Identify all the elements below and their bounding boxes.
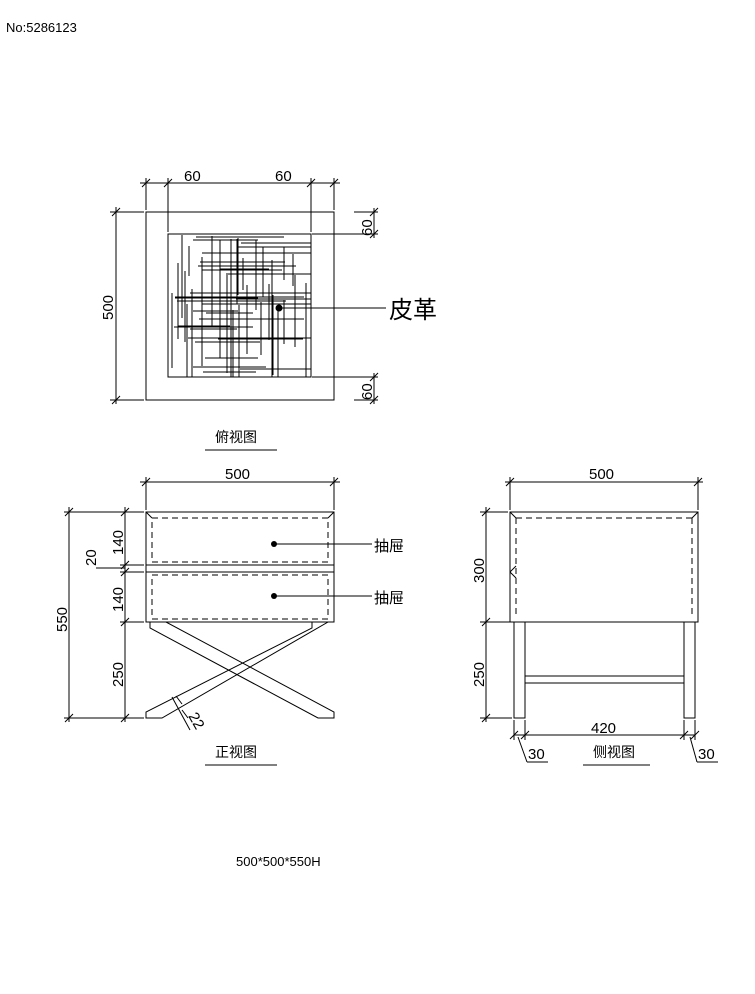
front-width-dim-line bbox=[140, 477, 340, 510]
top-view: 60 60 500 60 60 皮革 俯视图 bbox=[100, 168, 437, 451]
top-dim-frame-top: 60 bbox=[359, 219, 376, 236]
leg-thickness-dim-line bbox=[171, 695, 191, 731]
top-left-dim-line bbox=[110, 207, 144, 405]
side-dim-width: 500 bbox=[589, 466, 614, 483]
front-view-caption: 正视图 bbox=[215, 744, 257, 760]
front-body-outline bbox=[145, 511, 335, 623]
front-total-height-dim-line bbox=[64, 507, 144, 723]
material-label: 皮革 bbox=[389, 297, 437, 324]
overall-size: 500*500*550H bbox=[236, 854, 321, 869]
leather-weave-pattern bbox=[171, 235, 311, 377]
front-top-edge-left bbox=[145, 511, 153, 519]
front-dim-width: 500 bbox=[225, 466, 250, 483]
side-height-dim-line bbox=[480, 507, 512, 723]
drawer-label-top: 抽屉 bbox=[374, 538, 404, 555]
side-leg-span-dim-line bbox=[509, 720, 718, 763]
top-dim-width: 500 bbox=[100, 295, 117, 320]
top-right-dim-lines bbox=[312, 207, 379, 405]
front-dim-total-height: 550 bbox=[54, 607, 71, 632]
side-top-edge-left bbox=[509, 511, 517, 519]
side-view: 500 300 250 bbox=[471, 466, 718, 766]
drawer-top-hidden-line bbox=[151, 517, 329, 563]
front-dim-legs: 250 bbox=[110, 662, 127, 687]
side-view-caption: 侧视图 bbox=[593, 744, 635, 760]
top-view-outline bbox=[145, 211, 335, 401]
drawer-bottom-hidden-line bbox=[151, 574, 329, 620]
side-dim-leg-left: 30 bbox=[528, 746, 545, 763]
top-view-caption: 俯视图 bbox=[215, 429, 257, 445]
side-dim-leg-right: 30 bbox=[698, 746, 715, 763]
side-top-edge-right bbox=[691, 511, 699, 519]
front-x-legs bbox=[145, 621, 335, 719]
side-width-dim-line bbox=[505, 477, 703, 510]
drawer-label-bottom: 抽屉 bbox=[374, 590, 404, 607]
drawing-number: No:5286123 bbox=[6, 20, 77, 35]
front-dim-drawer-top: 140 bbox=[110, 530, 127, 555]
top-dim-line bbox=[140, 178, 340, 232]
front-view: 500 抽屉 抽屉 550 bbox=[54, 466, 404, 766]
side-leg-right bbox=[683, 621, 696, 719]
top-dim-frame-right: 60 bbox=[275, 168, 292, 185]
side-dim-body: 300 bbox=[471, 558, 488, 583]
side-dim-leg-span: 420 bbox=[591, 720, 616, 737]
front-dim-gap: 20 bbox=[83, 549, 100, 566]
side-notch-b bbox=[509, 571, 517, 579]
side-notch-a bbox=[509, 565, 517, 573]
front-dim-drawer-bottom: 140 bbox=[110, 587, 127, 612]
top-dim-frame-left: 60 bbox=[184, 168, 201, 185]
top-dim-frame-bottom: 60 bbox=[359, 383, 376, 400]
side-leg-left bbox=[513, 621, 526, 719]
front-segment-dim-line bbox=[96, 507, 144, 723]
side-stretcher bbox=[524, 675, 685, 684]
front-dim-leg-thickness: 22 bbox=[185, 710, 208, 733]
side-dim-legs: 250 bbox=[471, 662, 488, 687]
front-top-edge-right bbox=[327, 511, 335, 519]
side-body-outline bbox=[509, 511, 699, 623]
